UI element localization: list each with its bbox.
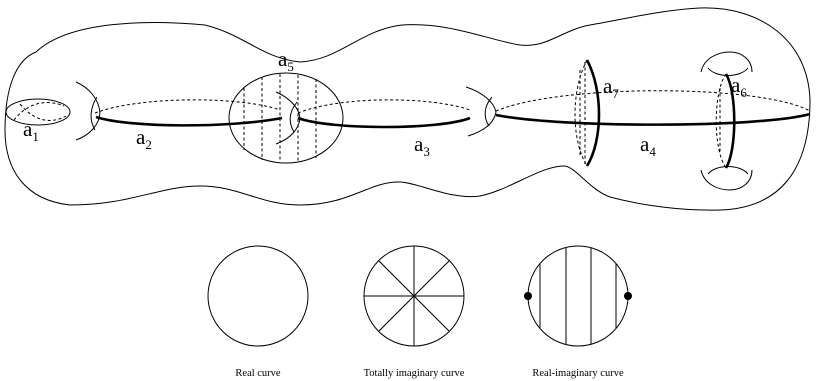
curve-a5 bbox=[228, 72, 344, 164]
legend-realimag-caption: Real-imaginary curve bbox=[532, 368, 624, 379]
curve-a3 bbox=[297, 99, 471, 129]
curve-a1 bbox=[5, 98, 71, 126]
legend-real-curve: Real curve bbox=[207, 245, 309, 379]
label-a4: a4 bbox=[640, 132, 656, 159]
curve-a2 bbox=[94, 99, 283, 127]
hole-3 bbox=[465, 86, 497, 137]
legend-real-imaginary: Real-imaginary curve bbox=[524, 245, 632, 379]
legend-realimag-left-point bbox=[524, 292, 532, 300]
label-a1: a1 bbox=[23, 117, 39, 144]
legend-imaginary-caption: Totally imaginary curve bbox=[364, 368, 465, 379]
label-a6: a6 bbox=[731, 73, 747, 100]
curve-a7 bbox=[574, 59, 601, 167]
label-a2: a2 bbox=[136, 125, 152, 152]
label-a7: a7 bbox=[603, 74, 619, 101]
hole-1 bbox=[75, 81, 101, 141]
label-a5: a5 bbox=[278, 47, 294, 74]
curve-a4 bbox=[495, 90, 811, 126]
legend-real-caption: Real curve bbox=[235, 368, 281, 379]
legend-real-circle bbox=[207, 245, 309, 347]
label-a3: a3 bbox=[414, 132, 430, 159]
legend-realimag-right-point bbox=[624, 292, 632, 300]
legend-realimag-circle bbox=[527, 245, 629, 347]
surface-outline bbox=[4, 7, 811, 211]
legend-totally-imaginary: Totally imaginary curve bbox=[363, 245, 465, 379]
curve-a6 bbox=[715, 73, 736, 169]
